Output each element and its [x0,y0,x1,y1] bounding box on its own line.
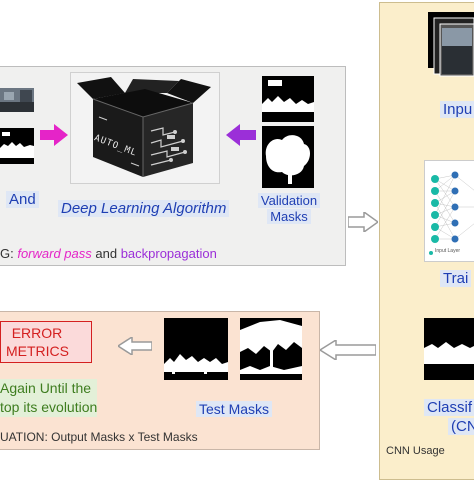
purple-arrow-icon [226,124,256,146]
cnn-input-layer-caption: Input Layer [435,248,461,254]
error-metrics-label: ERROR METRICS [6,325,69,359]
classified-label: Classif (CN [424,398,474,436]
gray-arrow-left-icon [320,340,376,360]
train-label: Trai [440,270,472,287]
forward-pass-text: forward pass [17,246,92,261]
input-images-stack [426,10,474,80]
evaluation-description: UATION: Output Masks x Test Masks [0,430,198,444]
left-and-label: And [6,191,39,208]
classified-output-thumbnail [424,318,474,380]
test-mask-thumbnail-right [240,318,302,380]
validation-mask-thumbnail-top [262,76,314,122]
automl-box-illustration: AUTO_ML [70,72,220,184]
magenta-arrow-icon [40,124,68,146]
test-masks-label: Test Masks [196,401,273,417]
input-label: Inpu [440,101,474,118]
again-until-label: Again Until the top its evolution [0,379,98,417]
error-metrics-box [0,321,92,363]
training-prefix: G: [0,246,18,261]
gray-arrow-right-icon [348,212,378,232]
cnn-usage-label: CNN Usage [386,445,445,457]
validation-mask-thumbnail-bottom [262,126,314,188]
backpropagation-text: backpropagation [120,246,217,261]
input-mask-thumbnail [0,128,34,164]
cnn-network-diagram: Input Layer [424,160,474,262]
validation-masks-label: Validation Masks [256,193,322,225]
deep-learning-algorithm-label: Deep Learning Algorithm [58,200,230,217]
gray-arrow-left-small-icon [118,337,152,355]
and-text: and [91,246,121,261]
training-description: G: forward pass and backpropagation [0,246,217,261]
input-image-thumbnail [0,88,34,112]
test-mask-thumbnail-left [164,318,228,380]
